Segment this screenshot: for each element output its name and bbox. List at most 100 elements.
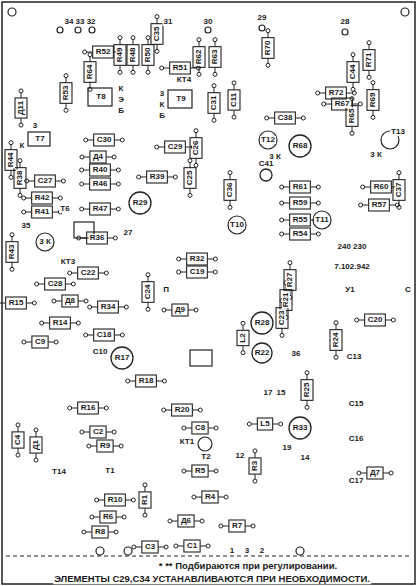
component-body — [365, 314, 386, 326]
part-label: 3 — [244, 547, 250, 555]
component-body — [371, 181, 392, 193]
solder-pad — [10, 267, 14, 271]
solder-pad — [397, 171, 401, 175]
part-label: C35 — [153, 26, 161, 43]
component-body — [290, 181, 311, 193]
component-lead — [268, 33, 269, 38]
component-body — [187, 253, 208, 265]
component-lead — [21, 118, 22, 123]
part-label: R48 — [129, 47, 137, 64]
component-lead — [352, 101, 353, 106]
component-lead — [181, 272, 187, 273]
solder-pad — [9, 175, 13, 179]
component-lead — [88, 335, 94, 336]
part-label: R62 — [195, 49, 203, 66]
solder-pad — [19, 89, 23, 93]
solder-pad — [146, 70, 150, 74]
component-lead — [108, 532, 114, 533]
solder-pad — [213, 72, 217, 76]
part-label: R44 — [7, 152, 15, 169]
part-label: C2 — [92, 428, 104, 436]
component-lead — [373, 85, 374, 90]
part-label: C16 — [348, 435, 365, 443]
component-lead — [230, 200, 231, 205]
part-label: C10 — [92, 348, 109, 356]
part-label: R70 — [264, 40, 272, 57]
component-body — [35, 175, 56, 187]
component-lead — [196, 497, 202, 498]
solder-pad — [334, 321, 338, 325]
component-lead — [223, 526, 229, 527]
part-label: R72 — [328, 89, 345, 97]
solder-pad — [280, 333, 284, 337]
component-body — [62, 295, 78, 307]
part-label: Т12 — [260, 136, 276, 144]
solder-pad — [87, 444, 91, 448]
solder-pad — [266, 63, 270, 67]
part-label: R42 — [34, 194, 51, 202]
solder-pad — [77, 236, 81, 240]
part-label: C22 — [80, 269, 97, 277]
part-label: R18 — [138, 377, 155, 385]
solder-pad — [25, 179, 29, 183]
component-body — [90, 151, 106, 163]
solder-pad — [266, 29, 270, 33]
component-body — [90, 178, 111, 190]
solder-pad — [194, 129, 198, 133]
component-lead — [110, 170, 116, 171]
component-body — [32, 206, 53, 218]
component-lead — [320, 93, 326, 94]
part-label: C8 — [194, 424, 206, 432]
component-body — [151, 24, 163, 45]
solder-pad — [351, 53, 355, 57]
part-label: У1 — [344, 286, 355, 294]
part-label: C19 — [189, 268, 206, 276]
component-lead — [148, 40, 149, 45]
component-body — [184, 168, 196, 189]
component-body — [60, 83, 72, 104]
component-lead — [243, 346, 244, 351]
component-lead — [92, 307, 98, 308]
part-label: Д6 — [180, 517, 192, 525]
solder-pad — [104, 271, 108, 275]
part-label: 30 — [203, 18, 214, 26]
part-label: R71 — [365, 52, 373, 69]
component-lead — [56, 301, 62, 302]
solder-pad — [64, 74, 68, 78]
solder-pad — [162, 308, 166, 312]
part-label: C36 — [226, 182, 234, 199]
solder-pad — [18, 159, 22, 163]
component-body — [249, 458, 261, 474]
component-body — [369, 199, 390, 211]
solder-pad — [265, 116, 269, 120]
component-lead — [18, 427, 19, 432]
component-lead — [130, 381, 136, 382]
component-lead — [0, 303, 6, 304]
component-body — [237, 330, 249, 345]
component-body — [184, 540, 200, 552]
solder-pad — [146, 36, 150, 40]
part-label: R49 — [116, 47, 124, 64]
component-body — [190, 138, 202, 159]
solder-pad — [71, 282, 75, 286]
component-lead — [70, 323, 76, 324]
component-body — [93, 46, 114, 58]
component-lead — [215, 67, 216, 72]
component-lead — [383, 473, 389, 474]
part-label: R1 — [141, 494, 149, 506]
part-label: Д9 — [174, 306, 186, 314]
part-label: К — [19, 142, 26, 150]
component-lead — [310, 203, 316, 204]
component-lead — [21, 93, 22, 98]
component-body — [170, 62, 191, 74]
part-label: Д1 — [32, 439, 40, 451]
part-label: Д7 — [369, 469, 381, 477]
component-lead — [284, 220, 290, 221]
part-label: R29 — [132, 199, 149, 207]
component-body — [105, 494, 126, 506]
component-lead — [156, 381, 162, 382]
component-body — [193, 47, 205, 68]
component-lead — [84, 432, 90, 433]
component-lead — [369, 70, 370, 75]
part-label: R51 — [172, 64, 189, 72]
